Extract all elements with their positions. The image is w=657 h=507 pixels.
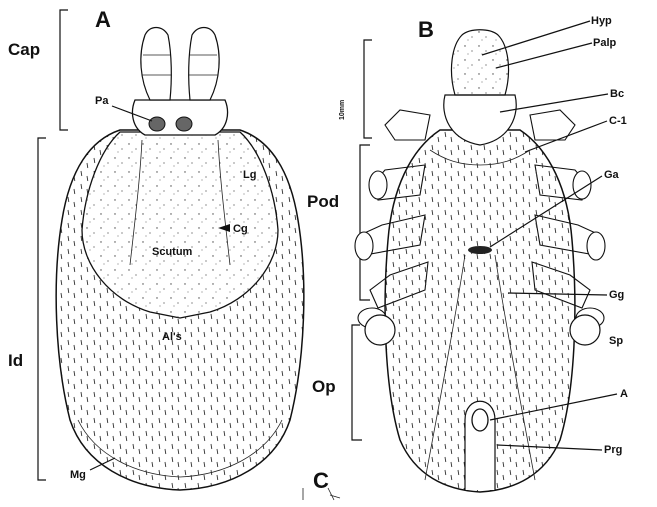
panel-letter-b: B [418, 17, 434, 42]
label-hyp: Hyp [591, 15, 612, 27]
spiracle-left [365, 315, 395, 345]
spiracle-right [570, 315, 600, 345]
palp-left [141, 28, 171, 101]
label-pa: Pa [95, 95, 109, 107]
palp-right [189, 28, 219, 101]
scale-bar [364, 40, 372, 138]
id-bracket [38, 138, 46, 480]
label-palp: Palp [593, 37, 617, 49]
label-bc: Bc [610, 88, 624, 100]
panel-c: C [303, 468, 340, 500]
op-bracket [352, 325, 362, 440]
label-cap: Cap [8, 40, 40, 59]
panel-letter-a: A [95, 7, 111, 32]
label-mg: Mg [70, 469, 86, 481]
label-prg: Prg [604, 444, 622, 456]
panel-b: B 10mm Pod Op [307, 15, 628, 492]
label-sp: Sp [609, 335, 623, 347]
label-scutum: Scutum [152, 246, 193, 258]
scale-label: 10mm [339, 100, 346, 120]
panel-letter-c: C [313, 468, 329, 493]
label-op: Op [312, 377, 336, 396]
label-a: A [620, 388, 628, 400]
label-id: Id [8, 351, 23, 370]
label-gg: Gg [609, 289, 624, 301]
cap-bracket [60, 10, 68, 130]
pod-bracket [360, 145, 370, 300]
label-pod: Pod [307, 192, 339, 211]
label-cg: Cg [233, 223, 248, 235]
genital-aperture [468, 246, 492, 254]
panel-a: A Cap Id Pa Lg Cg Scutum Al's Mg [8, 7, 304, 490]
porose-area-right [176, 117, 192, 131]
hypostome-palps [451, 30, 508, 95]
label-c1: C-1 [609, 115, 627, 127]
scutum-stipple [82, 132, 278, 318]
leader-palp [496, 43, 592, 68]
label-als: Al's [162, 331, 182, 343]
label-ga: Ga [604, 169, 620, 181]
label-lg: Lg [243, 169, 256, 181]
anus [472, 409, 488, 431]
porose-area-left [149, 117, 165, 131]
